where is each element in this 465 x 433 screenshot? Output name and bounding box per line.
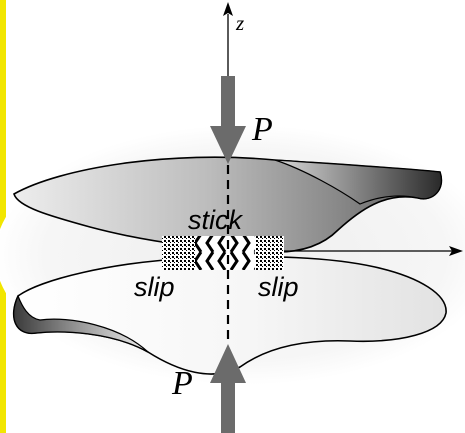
slip-region-right bbox=[255, 236, 284, 270]
slip-region-left bbox=[162, 236, 195, 270]
horizontal-axis bbox=[284, 246, 463, 256]
bottom-load-label: P bbox=[171, 365, 193, 402]
top-load-label: P bbox=[251, 111, 273, 148]
slip-label-right: slip bbox=[258, 272, 299, 302]
stick-label: stick bbox=[188, 205, 244, 235]
accent-bar bbox=[0, 0, 6, 433]
upper-body bbox=[13, 156, 443, 253]
stick-region-right bbox=[228, 236, 255, 270]
slip-label-left: slip bbox=[134, 272, 175, 302]
z-axis bbox=[223, 2, 233, 76]
top-load-arrow bbox=[210, 76, 246, 164]
z-axis-label: z bbox=[235, 11, 244, 35]
bottom-load-arrow bbox=[210, 344, 246, 433]
contact-zone bbox=[162, 236, 284, 270]
stick-region-left bbox=[195, 236, 228, 270]
